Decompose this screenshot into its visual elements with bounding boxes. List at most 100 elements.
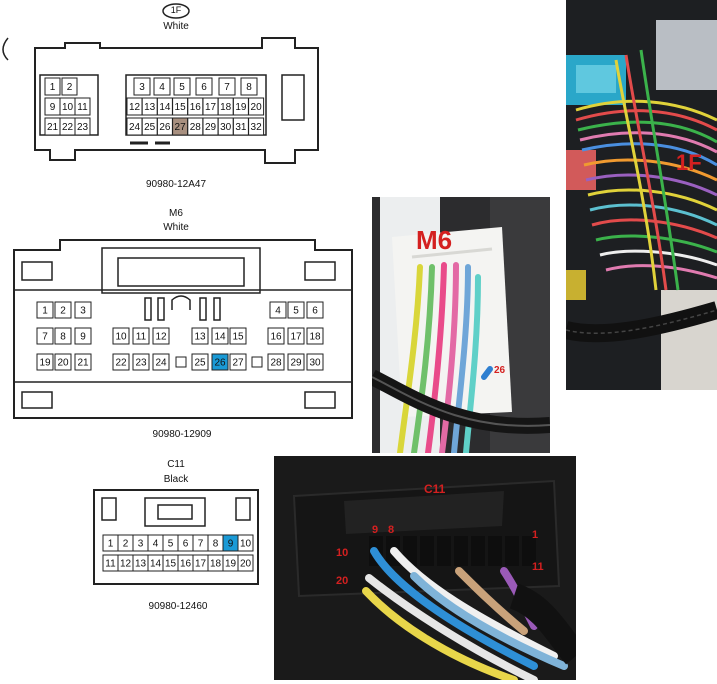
pin-m6-8: 8 <box>60 332 66 343</box>
m6-empty-cavity <box>175 356 187 368</box>
pin-1f-12: 12 <box>129 102 141 113</box>
pin-m6-26-box <box>211 353 229 371</box>
pin-m6-11-box <box>132 327 150 345</box>
pin-c11-6: 6 <box>183 539 189 550</box>
pin-1f-6: 6 <box>201 82 207 93</box>
pin-c11-13: 13 <box>135 559 147 570</box>
pin-1f-26: 26 <box>159 122 171 133</box>
pin-1f-4-box <box>153 77 171 96</box>
pin-m6-4-box <box>269 301 287 319</box>
pin-1f-4: 4 <box>159 82 165 93</box>
pin-m6-29-box <box>287 353 305 371</box>
pin-m6-15-box <box>229 327 247 345</box>
pin-m6-29: 29 <box>290 358 302 369</box>
pin-m6-26: 26 <box>214 358 226 369</box>
photo-c11-label-9: 9 <box>372 524 378 536</box>
pin-m6-25-box <box>191 353 209 371</box>
pin-m6-9-box <box>74 327 92 345</box>
photo-c11-label-1: 1 <box>532 529 538 541</box>
photo-m6-connector: M6 26 <box>372 197 550 453</box>
pin-m6-25: 25 <box>194 358 206 369</box>
photo-c11-label-20: 20 <box>336 575 348 587</box>
connector-c11-part-number: 90980-12460 <box>148 601 208 612</box>
pin-m6-5: 5 <box>293 306 299 317</box>
pin-1f-2: 2 <box>67 82 73 93</box>
connector-1f-id: 1F <box>170 5 182 15</box>
pin-m6-24-box <box>152 353 170 371</box>
pin-1f-7: 7 <box>224 82 230 93</box>
pin-m6-4: 4 <box>275 306 281 317</box>
pin-m6-30: 30 <box>309 358 321 369</box>
pin-m6-20: 20 <box>57 358 69 369</box>
pin-1f-1-box <box>44 77 61 96</box>
pin-m6-21: 21 <box>77 358 89 369</box>
photo-1f-connector: 1F <box>566 0 717 390</box>
pin-m6-6-box <box>306 301 324 319</box>
pin-1f-31: 31 <box>235 122 247 133</box>
connector-m6-color: White <box>163 222 189 233</box>
connector-1f-color: White <box>163 21 189 32</box>
pin-m6-2-box <box>54 301 72 319</box>
pin-m6-12-box <box>152 327 170 345</box>
pin-m6-14-box <box>211 327 229 345</box>
pin-1f-9: 9 <box>50 102 56 113</box>
pin-1f-6-box <box>195 77 213 96</box>
pin-m6-12: 12 <box>155 332 167 343</box>
pin-m6-17: 17 <box>290 332 302 343</box>
pin-1f-3: 3 <box>139 82 145 93</box>
pin-m6-7-box <box>36 327 54 345</box>
pin-c11-10-box <box>237 534 254 552</box>
pin-1f-32-box <box>248 117 265 136</box>
connector-m6-part-number: 90980-12909 <box>152 429 212 440</box>
pin-m6-6: 6 <box>312 306 318 317</box>
photo-c11-label-8: 8 <box>388 524 394 536</box>
pin-1f-11: 11 <box>77 102 88 113</box>
pin-m6-22-box <box>112 353 130 371</box>
pin-1f-28: 28 <box>190 122 202 133</box>
pin-1f-17: 17 <box>205 102 217 113</box>
pin-c11-8: 8 <box>213 539 219 550</box>
connector-c11-id: C11 <box>167 459 185 470</box>
pin-m6-16-box <box>267 327 285 345</box>
pin-m6-18-box <box>306 327 324 345</box>
photo-1f-title: 1F <box>676 150 702 175</box>
pin-m6-19-box <box>36 353 54 371</box>
m6-empty-cavity <box>251 356 263 368</box>
pin-m6-9: 9 <box>80 332 86 343</box>
pin-c11-12: 12 <box>120 559 132 570</box>
pin-m6-7: 7 <box>42 332 48 343</box>
pin-m6-20-box <box>54 353 72 371</box>
connector-m6-outline <box>13 239 353 419</box>
pin-c11-15: 15 <box>165 559 177 570</box>
pin-1f-5-box <box>173 77 191 96</box>
pin-1f-8-box <box>240 77 258 96</box>
pin-m6-13-box <box>191 327 209 345</box>
pin-m6-30-box <box>306 353 324 371</box>
pin-1f-24: 24 <box>129 122 141 133</box>
pin-m6-27: 27 <box>232 358 244 369</box>
pin-m6-11: 11 <box>136 332 147 343</box>
photo-c11-connector: C11 9 8 1 10 11 20 <box>274 456 576 680</box>
pin-c11-1: 1 <box>108 539 114 550</box>
pin-1f-14: 14 <box>159 102 171 113</box>
pin-1f-25: 25 <box>144 122 156 133</box>
photo-c11-label-11: 11 <box>532 561 544 573</box>
pin-m6-3-box <box>74 301 92 319</box>
pin-m6-3: 3 <box>80 306 86 317</box>
pin-m6-8-box <box>54 327 72 345</box>
photo-m6-title: M6 <box>416 225 452 255</box>
pin-1f-27: 27 <box>175 122 187 133</box>
pin-m6-10-box <box>112 327 130 345</box>
pin-1f-18: 18 <box>220 102 232 113</box>
pin-1f-19: 19 <box>235 102 247 113</box>
pin-c11-3: 3 <box>138 539 144 550</box>
pin-1f-20-box <box>248 97 265 116</box>
pin-m6-28: 28 <box>270 358 282 369</box>
pin-1f-16: 16 <box>190 102 202 113</box>
pin-m6-18: 18 <box>309 332 321 343</box>
pin-m6-23: 23 <box>135 358 147 369</box>
photo-c11-title: C11 <box>424 482 446 496</box>
pin-1f-8: 8 <box>246 82 252 93</box>
pin-1f-30: 30 <box>220 122 232 133</box>
